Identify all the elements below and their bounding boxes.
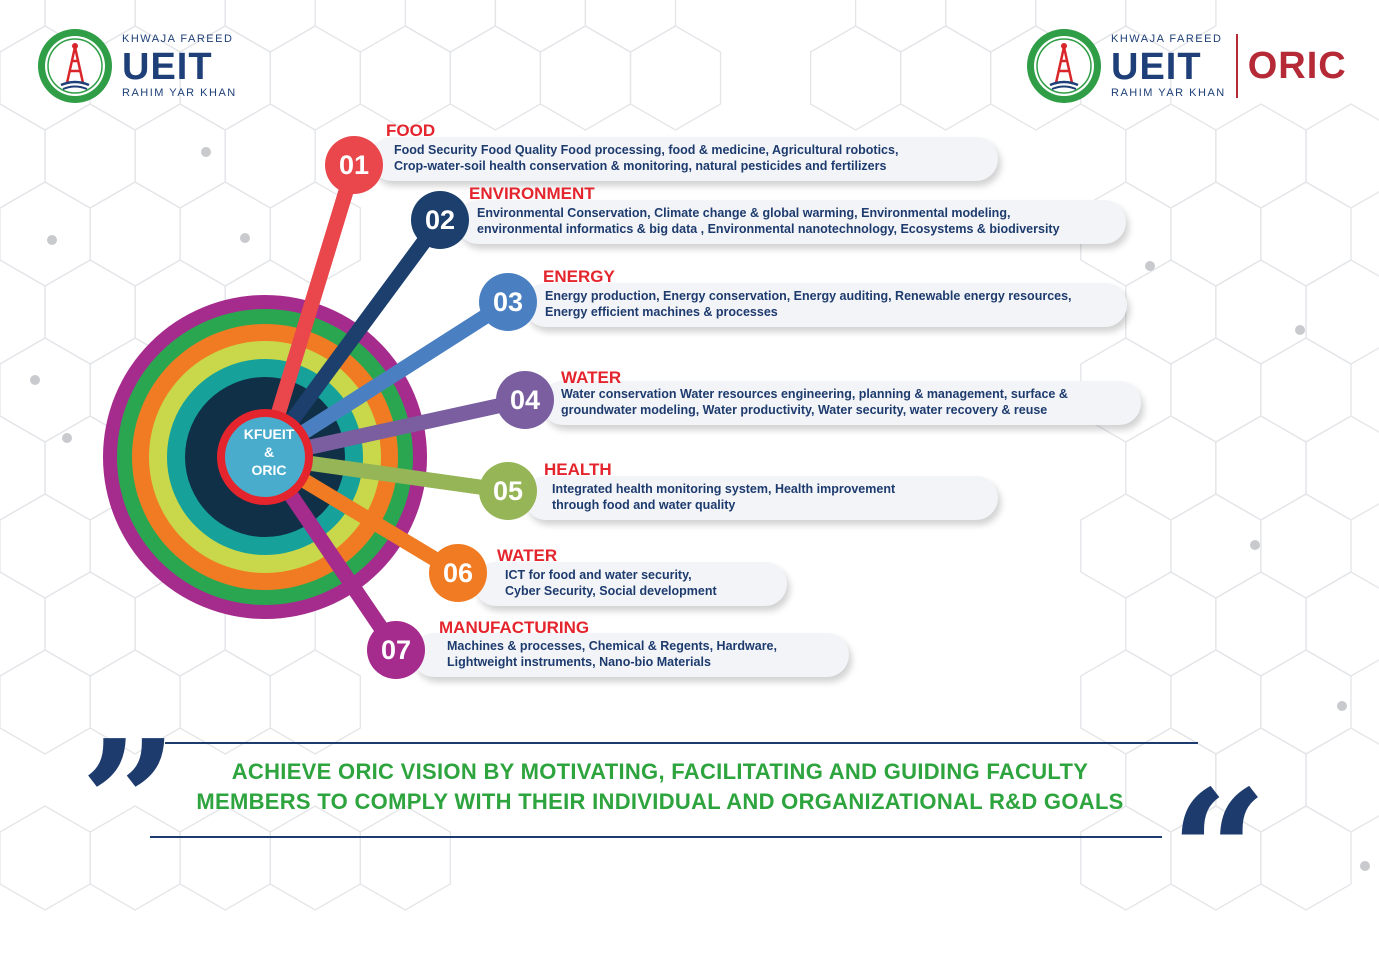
- description-line: ICT for food and water security,: [505, 568, 692, 582]
- category-pill-05: [524, 476, 998, 520]
- connector-overlay-01: [257, 157, 362, 465]
- category-title-02: ENVIRONMENT: [469, 184, 595, 203]
- description-line: Integrated health monitoring system, Hea…: [552, 482, 896, 496]
- logo-right: KHWAJA FAREED UEIT RAHIM YAR KHAN ORIC: [1025, 26, 1347, 106]
- node-dot: [30, 375, 40, 385]
- hexagon-outline: [269, 649, 361, 755]
- category-description-02: Environmental Conservation, Climate chan…: [477, 205, 1060, 237]
- category-description-01: Food Security Food Quality Food processi…: [394, 142, 898, 174]
- category-description-06: ICT for food and water security, Cyber Se…: [505, 567, 717, 599]
- category-pill-01: [370, 137, 998, 181]
- hexagon-background: [0, 0, 1379, 911]
- logo-main-text: UEIT: [122, 45, 213, 88]
- description-line: groundwater modeling, Water productivity…: [561, 403, 1048, 417]
- center-label: KFUEIT & ORIC: [231, 425, 307, 479]
- description-line: Water conservation Water resources engin…: [561, 387, 1068, 401]
- category-number-badge-04: 04: [496, 371, 554, 429]
- center-label-line1: KFUEIT: [243, 426, 295, 442]
- center-label-line3: ORIC: [251, 462, 287, 478]
- connector-overlay-02: [257, 212, 448, 465]
- category-title-01: FOOD: [386, 121, 436, 140]
- hexagon-outline: [1260, 805, 1352, 911]
- node-dot: [201, 147, 211, 157]
- category-pill-04: [541, 381, 1141, 425]
- description-line: Food Security Food Quality Food processi…: [394, 143, 899, 157]
- category-number-badge-05: 05: [479, 462, 537, 520]
- vision-top-rule: [165, 742, 1198, 744]
- node-dot: [1337, 701, 1347, 711]
- description-line: Crop-water-soil health conservation & mo…: [394, 159, 887, 173]
- description-line: Cyber Security, Social development: [505, 584, 717, 598]
- university-seal-icon: [38, 29, 112, 103]
- description-line: Environmental Conservation, Climate chan…: [477, 206, 1011, 220]
- category-description-05: Integrated health monitoring system, Hea…: [552, 481, 895, 513]
- logo-top-text: KHWAJA FAREED: [1111, 32, 1223, 45]
- description-line: environmental informatics & big data , E…: [477, 222, 1060, 236]
- connector-overlay-03: [257, 294, 516, 465]
- category-title-07: MANUFACTURING: [439, 618, 590, 637]
- category-number-badge-02: 02: [411, 191, 469, 249]
- category-title-05: HEALTH: [544, 460, 612, 479]
- center-disk: [217, 409, 313, 505]
- node-dot: [1145, 261, 1155, 271]
- category-number-badge-07: 07: [367, 621, 425, 679]
- description-line: Energy production, Energy conservation, …: [545, 289, 1072, 303]
- vision-bottom-rule: [150, 836, 1162, 838]
- category-pill-06: [474, 562, 787, 606]
- open-quote-icon: ”: [80, 703, 178, 903]
- node-dot: [1250, 540, 1260, 550]
- hexagon-outline: [359, 805, 451, 911]
- logo-oric-text: ORIC: [1247, 44, 1347, 87]
- category-title-06: WATER: [497, 546, 558, 565]
- category-title-03: ENERGY: [543, 267, 615, 286]
- node-dot: [62, 433, 72, 443]
- logo-bottom-text: RAHIM YAR KHAN: [122, 86, 237, 99]
- category-description-03: Energy production, Energy conservation, …: [545, 288, 1072, 320]
- node-dot: [1295, 325, 1305, 335]
- category-pill-03: [524, 283, 1127, 327]
- category-number-badge-03: 03: [479, 273, 537, 331]
- category-number-badge-01: 01: [325, 136, 383, 194]
- logo-top-text: KHWAJA FAREED: [122, 32, 234, 45]
- description-line: Lightweight instruments, Nano-bio Materi…: [447, 655, 711, 669]
- description-line: Energy efficient machines & processes: [545, 305, 778, 319]
- description-line: Machines & processes, Chemical & Regents…: [447, 639, 777, 653]
- category-number-badge-06: 06: [429, 544, 487, 602]
- logo-left: KHWAJA FAREED UEIT RAHIM YAR KHAN: [36, 26, 237, 106]
- description-line: through food and water quality: [552, 498, 736, 512]
- vision-line1: ACHIEVE ORIC VISION BY MOTIVATING, FACIL…: [231, 759, 1089, 784]
- logo-bottom-text: RAHIM YAR KHAN: [1111, 86, 1226, 99]
- vision-line2: MEMBERS TO COMPLY WITH THEIR INDIVIDUAL …: [196, 789, 1124, 814]
- node-dot: [47, 235, 57, 245]
- close-quote-icon: “: [1170, 753, 1268, 953]
- center-label-line2: &: [263, 444, 275, 460]
- category-pill-07: [412, 633, 849, 677]
- university-seal-icon: [1027, 29, 1101, 103]
- logo-divider: [1235, 34, 1238, 98]
- category-title-04: WATER: [561, 368, 622, 387]
- radial-diagram: [103, 157, 533, 658]
- category-pill-02: [456, 200, 1126, 244]
- node-dot: [1360, 861, 1370, 871]
- vision-statement: ACHIEVE ORIC VISION BY MOTIVATING, FACIL…: [120, 757, 1200, 817]
- hexagon-outline: [629, 25, 722, 131]
- node-dot: [240, 233, 250, 243]
- category-description-07: Machines & processes, Chemical & Regents…: [447, 638, 777, 670]
- category-description-04: Water conservation Water resources engin…: [561, 386, 1068, 418]
- logo-main-text: UEIT: [1111, 45, 1202, 88]
